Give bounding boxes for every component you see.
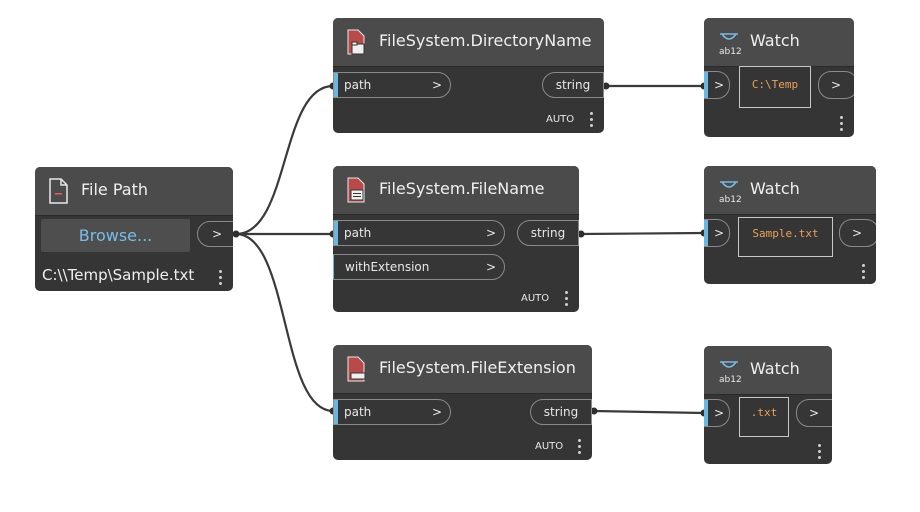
chevron-right-icon: >: [714, 78, 725, 92]
output-port-dot: [232, 230, 240, 238]
input-port[interactable]: >: [704, 71, 730, 99]
node-title: Watch: [750, 359, 800, 378]
chevron-right-icon: >: [852, 226, 863, 240]
file-extension-icon: [347, 356, 366, 382]
node-header[interactable]: ab12 Watch: [704, 18, 854, 67]
watch-value: C:\Temp: [739, 66, 811, 108]
lacing-label[interactable]: AUTO: [546, 114, 575, 125]
watch-value: Sample.txt: [738, 217, 833, 257]
port-label: path: [344, 78, 372, 92]
chevron-right-icon: >: [431, 405, 442, 419]
output-port[interactable]: >: [818, 71, 854, 99]
node-title: Watch: [750, 179, 800, 198]
input-port[interactable]: >: [704, 219, 730, 247]
node-header[interactable]: ab12 Watch: [704, 166, 876, 215]
node-header[interactable]: FileSystem.FileName: [333, 166, 579, 215]
output-port[interactable]: string: [542, 72, 604, 98]
node-menu-icon[interactable]: [565, 291, 569, 309]
watch-icon: ab12: [719, 33, 742, 56]
lacing-label[interactable]: AUTO: [521, 293, 550, 304]
output-port[interactable]: >: [839, 219, 876, 247]
input-port-path[interactable]: path >: [333, 399, 451, 425]
output-port[interactable]: string: [517, 220, 579, 246]
node-title: FileSystem.FileExtension: [379, 358, 576, 377]
node-header[interactable]: ab12 Watch: [704, 346, 832, 395]
watch-icon: ab12: [719, 181, 742, 204]
svg-text:ab12: ab12: [719, 375, 742, 384]
chevron-right-icon: >: [211, 227, 223, 241]
input-port-path[interactable]: path >: [333, 220, 505, 246]
port-label: withExtension: [345, 260, 430, 274]
node-menu-icon[interactable]: [840, 116, 844, 134]
chevron-right-icon: >: [809, 406, 820, 420]
input-port-with-extension[interactable]: withExtension >: [333, 254, 505, 280]
output-port-dot: [590, 407, 598, 415]
watch-node[interactable]: ab12 Watch > C:\Temp >: [704, 18, 854, 137]
node-title: FileSystem.FileName: [379, 179, 545, 198]
port-label: path: [344, 226, 372, 240]
node-header[interactable]: FileSystem.DirectoryName: [333, 18, 604, 67]
wire-fileextension-to-watch[interactable]: [593, 409, 705, 415]
file-name-node[interactable]: FileSystem.FileName path > withExtension…: [333, 166, 579, 312]
file-extension-node[interactable]: FileSystem.FileExtension path > string A…: [333, 345, 592, 460]
watch-node[interactable]: ab12 Watch > .txt >: [704, 346, 832, 464]
browse-button[interactable]: Browse...: [41, 219, 190, 252]
input-port-path[interactable]: path >: [333, 72, 451, 98]
node-menu-icon[interactable]: [578, 439, 582, 457]
output-port[interactable]: >: [796, 399, 832, 427]
node-menu-icon[interactable]: [219, 270, 223, 288]
file-path-value: C:\\Temp\Sample.txt: [42, 266, 195, 284]
chevron-right-icon: >: [714, 226, 725, 240]
file-text-icon: [347, 177, 365, 203]
node-menu-icon[interactable]: [818, 444, 822, 462]
node-title: FileSystem.DirectoryName: [379, 31, 592, 50]
chevron-right-icon: >: [485, 260, 496, 274]
watch-icon: ab12: [719, 361, 742, 384]
chevron-right-icon: >: [714, 406, 725, 420]
node-title: Watch: [750, 31, 800, 50]
lacing-label[interactable]: AUTO: [535, 441, 564, 452]
port-label: string: [555, 78, 591, 92]
port-label: string: [543, 405, 579, 419]
file-path-node[interactable]: File Path Browse... > C:\\Temp\Sample.tx…: [35, 167, 233, 291]
watch-node[interactable]: ab12 Watch > Sample.txt >: [704, 166, 876, 284]
file-folder-icon: [347, 29, 365, 55]
node-header[interactable]: File Path: [35, 167, 233, 216]
input-port[interactable]: >: [704, 399, 730, 427]
watch-value: .txt: [739, 397, 789, 437]
output-port-dot: [577, 230, 585, 238]
wire-filepath-to-fileextension[interactable]: [235, 232, 334, 413]
svg-text:ab12: ab12: [719, 47, 742, 56]
output-port[interactable]: >: [197, 221, 233, 247]
directory-name-node[interactable]: FileSystem.DirectoryName path > string A…: [333, 18, 604, 133]
port-label: string: [530, 226, 566, 240]
node-menu-icon[interactable]: [590, 112, 594, 130]
node-title: File Path: [81, 180, 149, 199]
chevron-right-icon: >: [831, 78, 842, 92]
chevron-right-icon: >: [431, 78, 442, 92]
output-port[interactable]: string: [530, 399, 592, 425]
svg-text:ab12: ab12: [719, 195, 742, 204]
wire-filename-to-watch[interactable]: [580, 231, 705, 236]
document-icon: [49, 178, 68, 204]
chevron-right-icon: >: [485, 226, 496, 240]
port-label: path: [344, 405, 372, 419]
output-port-dot: [602, 82, 610, 90]
node-menu-icon[interactable]: [862, 264, 866, 282]
wire-filepath-to-directoryname[interactable]: [235, 84, 334, 236]
node-header[interactable]: FileSystem.FileExtension: [333, 345, 592, 394]
